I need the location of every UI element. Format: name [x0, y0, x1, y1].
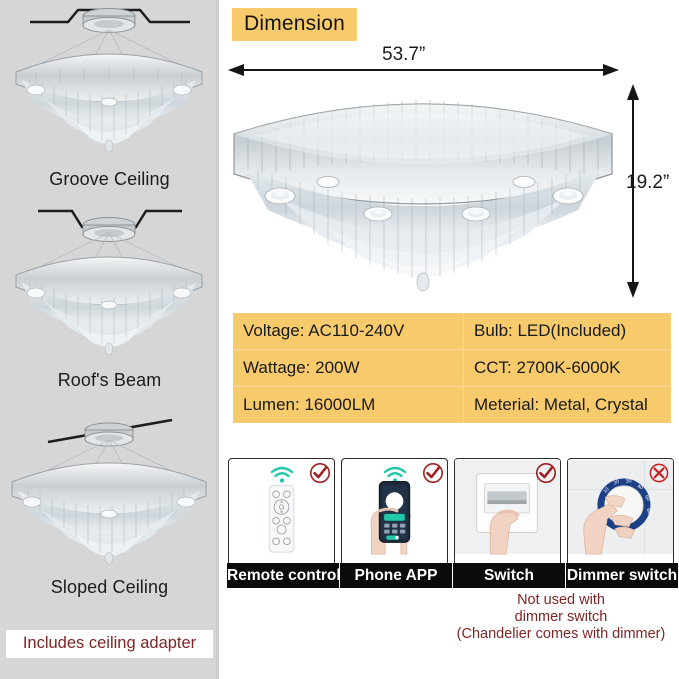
spec-bulb: Bulb: LED(Included) — [463, 313, 671, 350]
control-card-remote: Remote control — [227, 458, 339, 588]
install-figure — [0, 410, 219, 575]
install-option-groove: Groove Ceiling — [0, 2, 219, 190]
spec-voltage: Voltage: AC110-240V — [233, 313, 464, 350]
svg-text:20: 20 — [613, 479, 621, 487]
specifications-table: Voltage: AC110-240V Bulb: LED(Included) … — [233, 313, 671, 423]
sloped-bracket-icon — [47, 418, 173, 447]
width-dimension-arrow — [228, 64, 619, 76]
dimmer-note-line-2: dimmer switch — [514, 609, 608, 625]
control-art — [455, 459, 560, 555]
control-card-switch: Switch — [453, 458, 565, 588]
control-methods-row: Remote control — [227, 458, 678, 588]
control-art: 10 20 30 40 50 60 — [568, 459, 673, 555]
control-label-phone-app: Phone APP — [340, 563, 452, 588]
table-row: Voltage: AC110-240V Bulb: LED(Included) — [233, 313, 671, 350]
spec-material: Meterial: Metal, Crystal — [474, 395, 648, 414]
install-figure — [0, 2, 219, 167]
hero-chandelier-image — [233, 100, 613, 292]
control-art — [229, 459, 334, 555]
svg-text:60: 60 — [645, 508, 653, 516]
dimmer-note-line-1: Not used with — [517, 592, 605, 608]
check-badge-icon — [310, 463, 330, 483]
control-art — [342, 459, 447, 555]
svg-text:30: 30 — [626, 478, 632, 485]
table-row: Wattage: 200W CCT: 2700K-6000K — [233, 349, 671, 387]
beam-bracket-icon — [38, 209, 182, 242]
check-badge-icon — [536, 463, 556, 483]
svg-text:10: 10 — [602, 486, 610, 494]
control-card-dimmer-switch: 10 20 30 40 50 60 — [566, 458, 678, 588]
install-caption-groove: Groove Ceiling — [49, 169, 170, 189]
spec-wattage: Wattage: 200W — [233, 349, 464, 387]
chandelier-illustration — [11, 439, 207, 565]
wifi-icon — [270, 466, 293, 483]
width-dimension-label: 53.7” — [382, 44, 426, 65]
control-label-switch: Switch — [453, 563, 565, 588]
control-card-phone-app: Phone APP — [340, 458, 452, 588]
wall-switch-icon — [455, 459, 560, 555]
details-panel: Dimension 53.7” — [222, 0, 679, 679]
height-dimension-arrow — [627, 84, 639, 298]
control-label-dimmer-switch: Dimmer switch — [566, 563, 678, 588]
chandelier-illustration — [15, 232, 203, 356]
dimension-tag: Dimension — [232, 8, 358, 41]
remote-control-icon — [268, 484, 295, 553]
svg-text:40: 40 — [636, 484, 644, 492]
install-option-beam: Roof's Beam — [0, 203, 219, 391]
install-caption-beam: Roof's Beam — [57, 370, 162, 390]
table-row: Lumen: 16000LM Meterial: Metal, Crystal — [233, 386, 671, 423]
svg-text:50: 50 — [643, 494, 651, 502]
height-dimension-label: 19.2” — [626, 172, 670, 193]
installation-panel: Groove Ceiling — [0, 0, 219, 679]
dimmer-knob-icon: 10 20 30 40 50 60 — [568, 459, 673, 555]
check-badge-icon — [423, 463, 443, 483]
install-figure — [0, 203, 219, 368]
spec-cct: CCT: 2700K-6000K — [463, 349, 671, 387]
install-caption-sloped: Sloped Ceiling — [50, 577, 169, 597]
cross-badge-icon — [649, 463, 669, 483]
chandelier-illustration — [15, 29, 203, 153]
dimmer-warning-note: Not used with dimmer switch (Chandelier … — [447, 592, 675, 643]
control-label-remote: Remote control — [227, 563, 339, 588]
dimmer-note-line-3: (Chandelier comes with dimmer) — [456, 626, 666, 642]
spec-lumen: Lumen: 16000LM — [233, 386, 464, 423]
install-option-sloped: Sloped Ceiling — [0, 410, 219, 598]
groove-bracket-icon — [30, 8, 190, 33]
adapter-note: Includes ceiling adapter — [6, 630, 213, 658]
phone-app-icon — [370, 480, 411, 555]
